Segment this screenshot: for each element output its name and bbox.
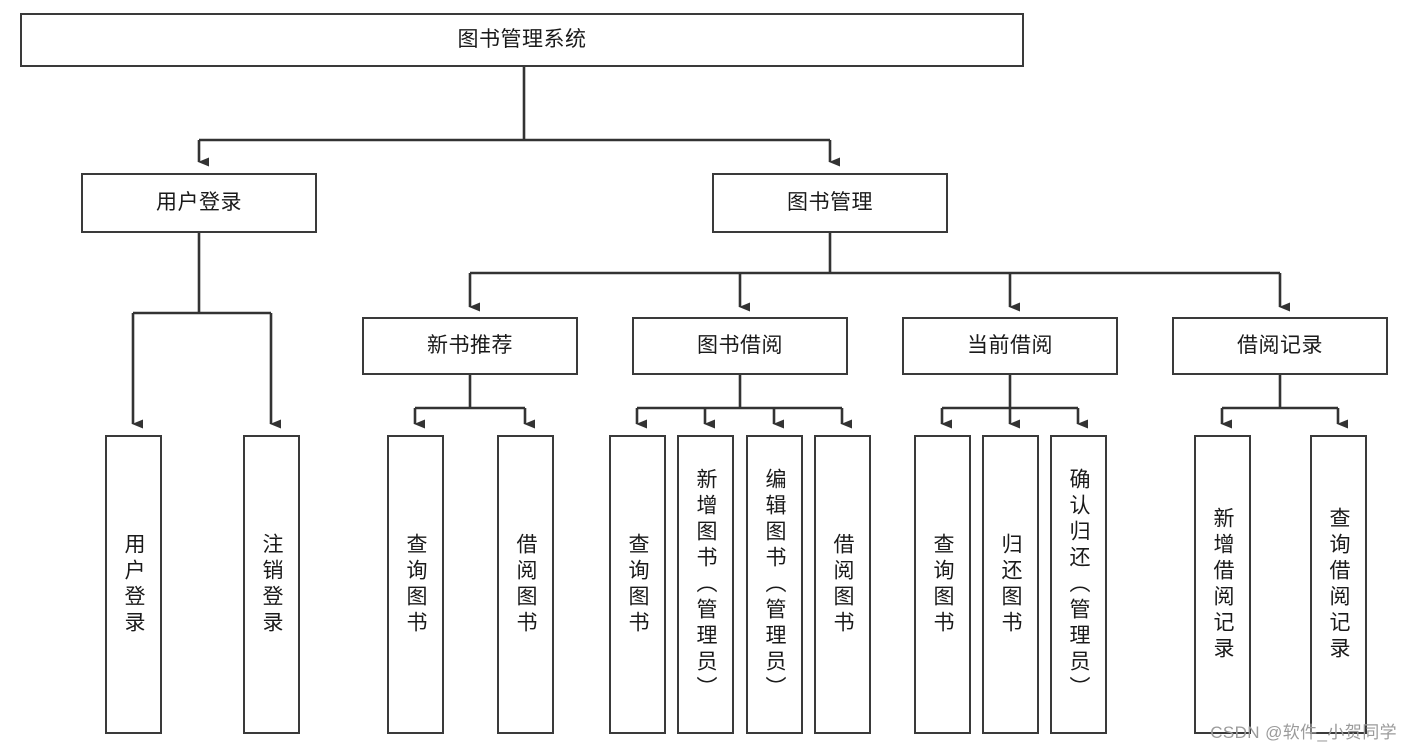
node-label: 用户登录 bbox=[122, 532, 145, 637]
node-user-login[interactable]: 用户登录 bbox=[81, 173, 317, 233]
node-label: 借阅图书 bbox=[514, 532, 537, 637]
leaf-edit-book-admin[interactable]: 编辑图书（管理员） bbox=[746, 435, 803, 734]
watermark-text: CSDN @软件_小贺同学 bbox=[1210, 723, 1397, 742]
node-book-borrow[interactable]: 图书借阅 bbox=[632, 317, 848, 375]
node-label: 编辑图书（管理员） bbox=[763, 467, 786, 702]
node-label: 用户登录 bbox=[156, 190, 242, 214]
leaf-query-book-recommend[interactable]: 查询图书 bbox=[387, 435, 444, 734]
node-label: 图书借阅 bbox=[697, 333, 783, 357]
leaf-borrow-book[interactable]: 借阅图书 bbox=[814, 435, 871, 734]
leaf-query-book-borrow[interactable]: 查询图书 bbox=[609, 435, 666, 734]
node-label: 借阅记录 bbox=[1237, 333, 1323, 357]
node-label: 当前借阅 bbox=[967, 333, 1053, 357]
node-label: 查询借阅记录 bbox=[1327, 506, 1350, 663]
node-new-book-recommend[interactable]: 新书推荐 bbox=[362, 317, 578, 375]
node-label: 新书推荐 bbox=[427, 333, 513, 357]
node-label: 注销登录 bbox=[260, 532, 283, 637]
node-label: 图书管理 bbox=[787, 190, 873, 214]
node-root-system[interactable]: 图书管理系统 bbox=[20, 13, 1024, 67]
node-label: 查询图书 bbox=[931, 532, 954, 637]
leaf-user-login[interactable]: 用户登录 bbox=[105, 435, 162, 734]
leaf-query-book-current[interactable]: 查询图书 bbox=[914, 435, 971, 734]
leaf-add-borrow-record[interactable]: 新增借阅记录 bbox=[1194, 435, 1251, 734]
node-label: 查询图书 bbox=[626, 532, 649, 637]
node-label: 新增借阅记录 bbox=[1211, 506, 1234, 663]
leaf-return-book[interactable]: 归还图书 bbox=[982, 435, 1039, 734]
leaf-query-borrow-record[interactable]: 查询借阅记录 bbox=[1310, 435, 1367, 734]
node-book-management[interactable]: 图书管理 bbox=[712, 173, 948, 233]
node-label: 图书管理系统 bbox=[457, 27, 587, 51]
node-label: 借阅图书 bbox=[831, 532, 854, 637]
node-label: 新增图书（管理员） bbox=[694, 467, 717, 702]
leaf-confirm-return-admin[interactable]: 确认归还（管理员） bbox=[1050, 435, 1107, 734]
node-borrow-record[interactable]: 借阅记录 bbox=[1172, 317, 1388, 375]
leaf-add-book-admin[interactable]: 新增图书（管理员） bbox=[677, 435, 734, 734]
node-label: 查询图书 bbox=[404, 532, 427, 637]
node-current-borrow[interactable]: 当前借阅 bbox=[902, 317, 1118, 375]
leaf-logout[interactable]: 注销登录 bbox=[243, 435, 300, 734]
node-label: 确认归还（管理员） bbox=[1067, 467, 1090, 702]
leaf-borrow-book-recommend[interactable]: 借阅图书 bbox=[497, 435, 554, 734]
node-label: 归还图书 bbox=[999, 532, 1022, 637]
